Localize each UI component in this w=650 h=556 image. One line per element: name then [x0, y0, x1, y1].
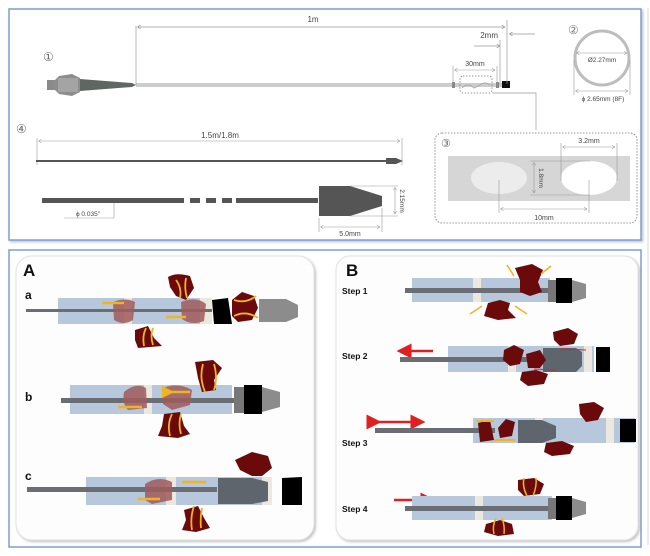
panel-b: B Step 1 Step 2	[335, 255, 639, 541]
cutting-head	[596, 347, 610, 372]
cutting-head	[282, 477, 302, 505]
guidewire	[375, 428, 495, 433]
part4-tip-length: 5.0mm	[339, 231, 361, 238]
tissue-fragment	[145, 478, 172, 504]
tissue-chunk	[235, 452, 272, 476]
part4-wire-diameter: ϕ 0.035"	[76, 211, 101, 218]
side-window-left	[471, 162, 527, 194]
cutting-head	[620, 419, 636, 442]
tissue-chunk	[158, 412, 190, 438]
guidewire	[405, 506, 551, 511]
panel-a: A a b	[15, 255, 315, 541]
panel-a-title: A	[23, 261, 35, 280]
guidewire-full	[36, 160, 388, 162]
tissue-fragment	[498, 419, 515, 438]
part3-window-width: 3.2mm	[578, 138, 600, 145]
step-1: Step 1	[342, 264, 586, 320]
panel-a-row-c: c	[25, 452, 302, 532]
row-b-label: b	[25, 390, 32, 404]
tissue-fragment	[113, 299, 135, 323]
cutting-head	[244, 385, 262, 414]
catheter-handle	[47, 74, 136, 96]
tip	[262, 387, 280, 412]
part2-marker: ②	[568, 23, 579, 37]
part1-window-label: 30mm	[465, 61, 485, 68]
part3-window-detail: ③ 3.2mm 1.8mm 10mm	[434, 132, 638, 224]
panel-b-card	[335, 255, 639, 541]
tip	[259, 299, 298, 322]
row-c-label: c	[25, 469, 32, 483]
part3-window-spacing: 10mm	[534, 215, 554, 222]
cutting-head	[556, 496, 572, 520]
side-window-right	[561, 161, 617, 195]
tissue-chunk	[503, 345, 524, 366]
tissue-chunk	[182, 506, 210, 532]
lumen-circle	[573, 29, 631, 87]
tip	[572, 280, 586, 302]
part4-tip-height: 2.15mm	[398, 189, 405, 212]
tissue-chunk	[544, 441, 574, 456]
part4-marker: ④	[16, 122, 27, 136]
guidewire	[27, 487, 217, 492]
side-window-box	[459, 75, 493, 94]
panel-b-title: B	[346, 261, 358, 280]
tissue-chunk	[484, 300, 516, 320]
guidewire-enlarged	[42, 198, 184, 203]
step-1-label: Step 1	[342, 286, 368, 296]
part4-length-label: 1.5m/1.8m	[201, 131, 239, 140]
part4-guidewire: ④ 1.5m/1.8m ϕ 0.035" 5.0mm	[16, 122, 405, 238]
step-2-label: Step 2	[342, 351, 368, 361]
cutting-sleeve	[218, 478, 268, 504]
tissue-fragment	[478, 420, 494, 442]
step-3-label: Step 3	[342, 438, 368, 448]
tissue-chunk	[553, 328, 578, 346]
catheter-shaft	[136, 83, 506, 87]
tissue-fragment	[123, 385, 147, 410]
cutting-head	[556, 278, 572, 303]
part2-inner-diameter: Ø2.27mm	[588, 57, 617, 64]
tissue-chunk	[484, 520, 514, 536]
tissue-chunk	[168, 274, 194, 300]
top-panel: ① 1m 2mm	[8, 8, 642, 241]
part1-tip-label: 2mm	[480, 31, 498, 40]
tissue-chunk	[526, 350, 546, 368]
part2-cross-section: ② Ø2.27mm ϕ 2.65mm (8F)	[568, 23, 631, 103]
tissue-chunk	[515, 264, 543, 296]
panel-a-row-b: b	[25, 360, 280, 438]
part3-marker: ③	[441, 138, 451, 150]
tip	[572, 498, 586, 518]
row-a-label: a	[25, 288, 32, 302]
cutting-head	[212, 298, 232, 324]
cutting-sleeve	[518, 420, 556, 443]
step-4: Step 4	[342, 477, 586, 536]
tissue-fragment	[181, 299, 206, 324]
part2-outer-diameter: ϕ 2.65mm (8F)	[582, 96, 625, 103]
step-4-label: Step 4	[342, 504, 368, 514]
guidewire	[61, 398, 241, 403]
guidewire	[400, 357, 550, 362]
panel-a-row-a: a	[25, 274, 298, 348]
guidewire-tip	[319, 186, 382, 216]
guidewire	[405, 288, 555, 293]
step-2: Step 2	[342, 328, 610, 386]
cutting-sleeve	[543, 348, 582, 372]
step-3: Step 3	[342, 402, 636, 456]
tissue-chunk	[520, 370, 548, 386]
part1-marker: ①	[43, 50, 54, 64]
tissue-chunk	[579, 402, 604, 422]
part1-length-label: 1m	[307, 15, 318, 24]
part1-catheter: ① 1m 2mm	[43, 15, 537, 130]
tissue-chunk	[135, 326, 162, 348]
catheter-tip	[502, 81, 510, 88]
part3-window-height: 1.8mm	[537, 168, 544, 188]
